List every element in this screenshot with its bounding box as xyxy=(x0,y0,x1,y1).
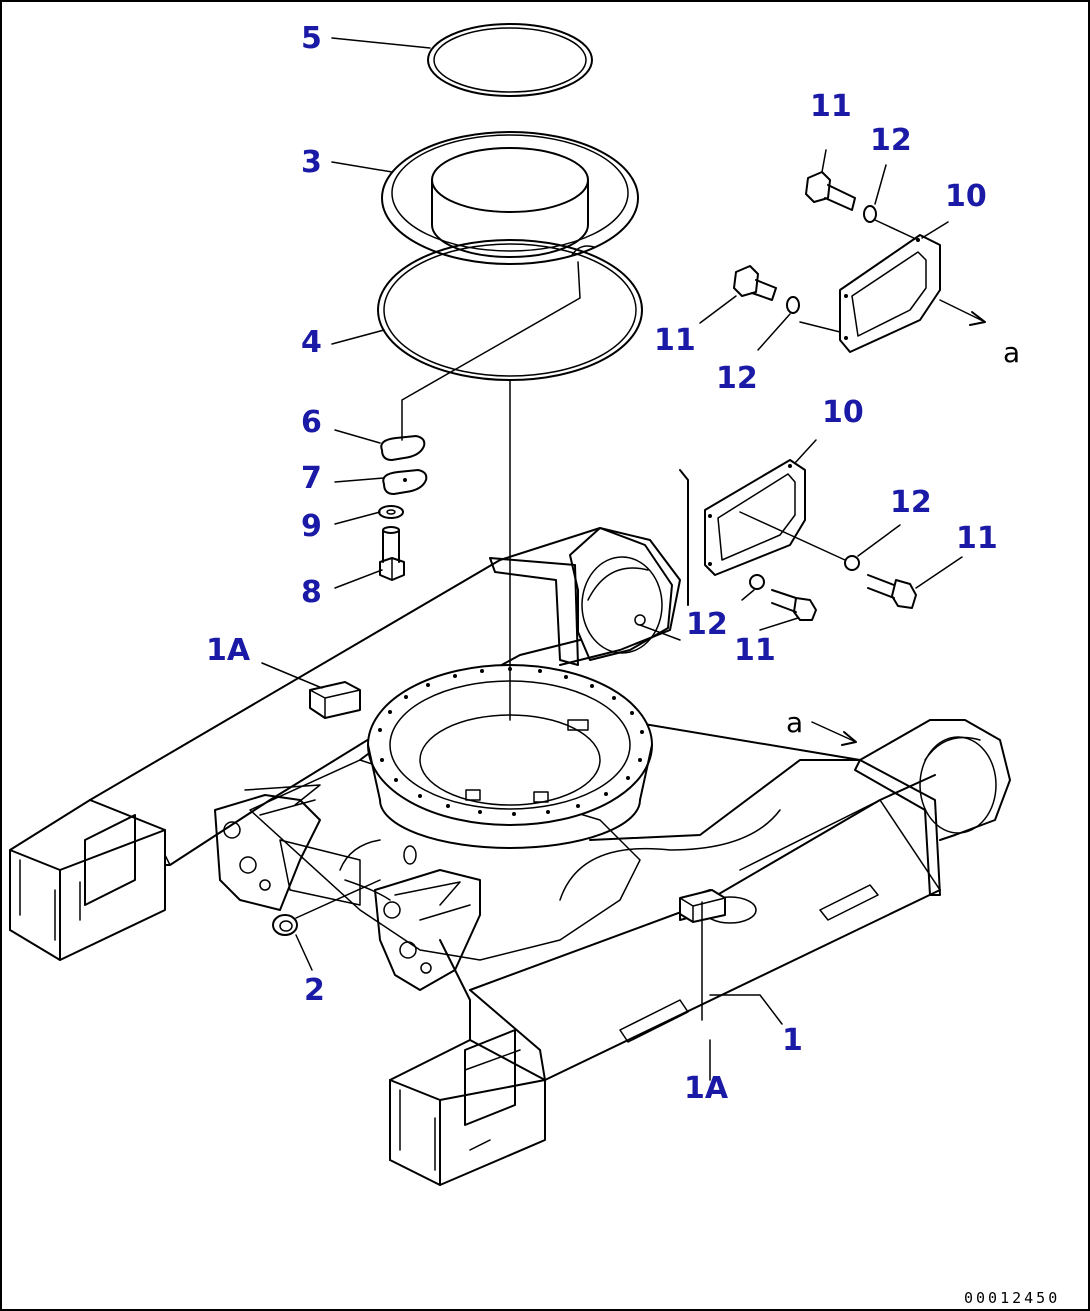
washer-part-12-lower-b xyxy=(749,574,765,590)
callout-5: 5 xyxy=(301,21,322,56)
callout-12-d: 12 xyxy=(686,607,728,642)
view-ref-arrow: a xyxy=(786,706,803,739)
pad-part-1A-rear xyxy=(309,681,361,719)
bolt-part-11-upper-b xyxy=(733,265,777,301)
drawing-number: 00012450 xyxy=(964,1289,1060,1307)
washer-part-12-upper-a xyxy=(863,205,877,223)
callout-6: 6 xyxy=(301,405,322,440)
callout-11-b: 11 xyxy=(654,323,696,358)
callout-7: 7 xyxy=(301,461,322,496)
callout-3: 3 xyxy=(301,145,322,180)
ring-part-5 xyxy=(427,23,593,97)
callout-2: 2 xyxy=(304,973,325,1008)
callout-1A-top: 1A xyxy=(206,633,251,668)
bolt-part-11-lower-b xyxy=(771,589,817,621)
callout-8: 8 xyxy=(301,575,322,610)
swing-circle-bolt-holes xyxy=(378,667,644,816)
callout-11-c: 11 xyxy=(956,521,998,556)
callout-10-b: 10 xyxy=(822,395,864,430)
callout-1: 1 xyxy=(782,1023,803,1058)
view-ref-detail: a xyxy=(1003,336,1020,369)
callout-12-b: 12 xyxy=(716,361,758,396)
cover-part-10-lower xyxy=(704,459,806,576)
plug-part-2 xyxy=(272,914,298,936)
callout-11-d: 11 xyxy=(734,633,776,668)
washer-part-12-lower-a xyxy=(844,555,860,571)
callout-10-a: 10 xyxy=(945,179,987,214)
washer-part-12-upper-b xyxy=(786,296,800,314)
bolt-part-8 xyxy=(379,526,405,581)
callout-9: 9 xyxy=(301,509,322,544)
callout-12-a: 12 xyxy=(870,123,912,158)
callout-1A-bottom: 1A xyxy=(684,1071,729,1106)
leader-lines xyxy=(261,37,986,1081)
seal-part-3 xyxy=(381,131,639,265)
cover-leader-frame xyxy=(679,469,689,606)
plate-part-7 xyxy=(382,469,428,495)
callout-12-c: 12 xyxy=(890,485,932,520)
plate-part-6 xyxy=(380,435,426,461)
track-frame-part-1 xyxy=(9,527,1011,1186)
callout-11-a: 11 xyxy=(810,89,852,124)
bolt-part-11-lower-a xyxy=(867,574,917,609)
callout-4: 4 xyxy=(301,325,322,360)
